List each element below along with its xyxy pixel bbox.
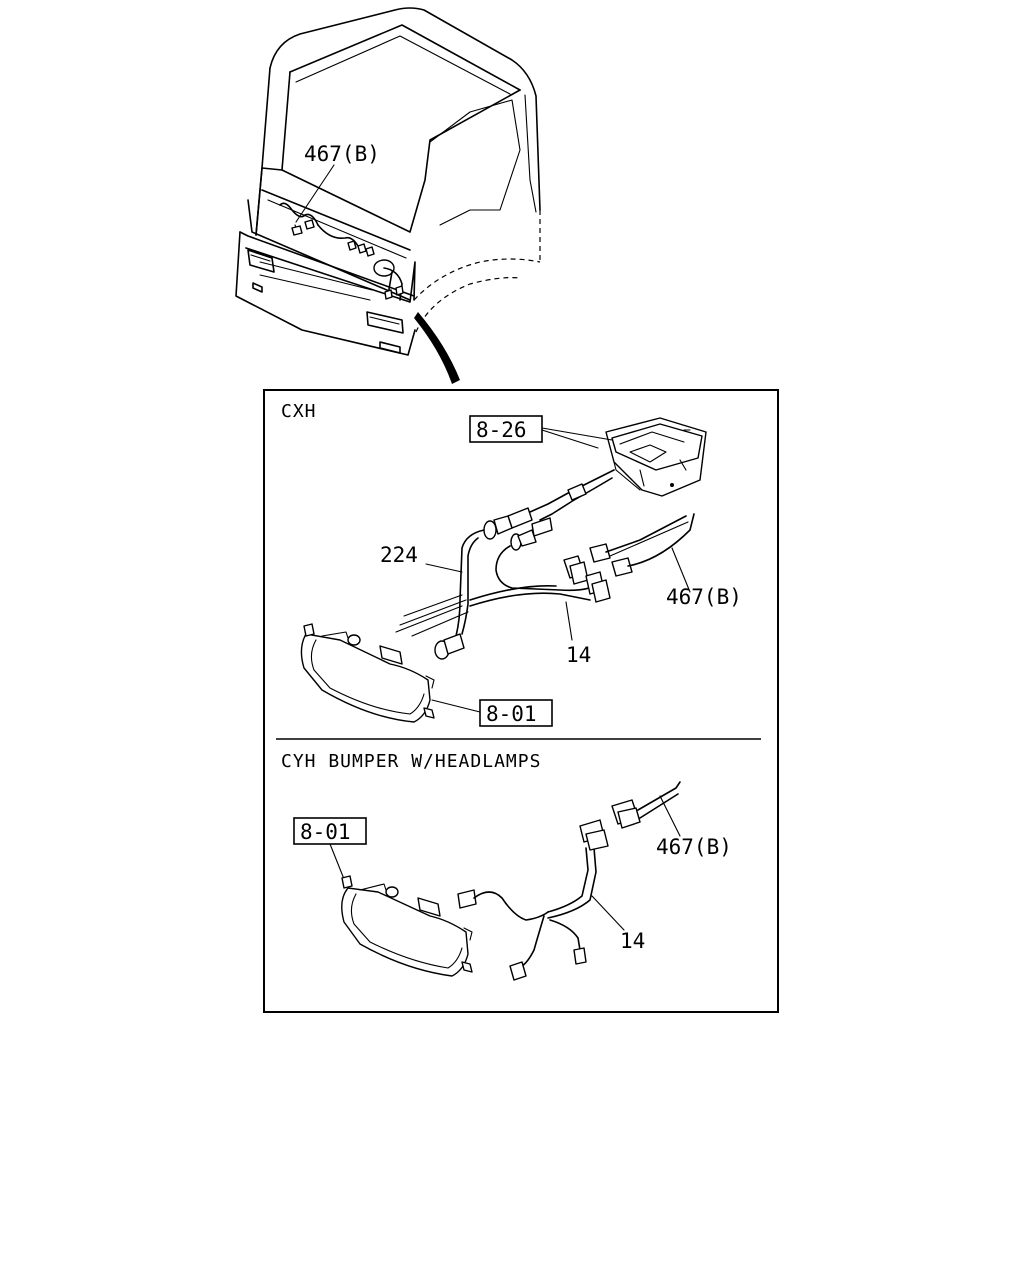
leader xyxy=(659,795,681,837)
section-title-cxh: CXH xyxy=(281,401,317,422)
cxh-headlamp xyxy=(300,623,435,723)
leader xyxy=(425,563,463,573)
cxh-control-module xyxy=(605,417,707,497)
cyh-harness-467b-callout: 467(B) xyxy=(656,835,732,859)
cyh-harness-14-callout: 14 xyxy=(620,929,645,953)
leader xyxy=(431,699,481,713)
cxh-harness xyxy=(395,469,695,660)
truck-cab-illustration xyxy=(235,7,541,384)
cyh-headlamp xyxy=(341,875,473,977)
cxh-harness-467b-callout: 467(B) xyxy=(666,585,742,609)
cyh-headlamp-ref: 8-01 xyxy=(300,820,351,844)
section-title-cyh: CYH BUMPER W/HEADLAMPS xyxy=(281,751,541,772)
cab-harness-callout: 467(B) xyxy=(304,142,380,166)
leader xyxy=(671,547,691,593)
detail-frame xyxy=(263,389,779,1013)
cxh-harness-14-callout: 14 xyxy=(566,643,591,667)
cxh-headlamp-ref-box xyxy=(479,699,553,727)
leader xyxy=(541,427,613,441)
leader xyxy=(591,895,625,931)
cxh-headlamp-ref: 8-01 xyxy=(486,702,537,726)
cxh-module-ref: 8-26 xyxy=(476,418,527,442)
cxh-module-ref-box xyxy=(469,415,543,443)
cxh-harness-224-callout: 224 xyxy=(380,543,418,567)
leader xyxy=(565,601,573,641)
leader xyxy=(541,429,599,449)
cyh-harness xyxy=(457,781,681,981)
